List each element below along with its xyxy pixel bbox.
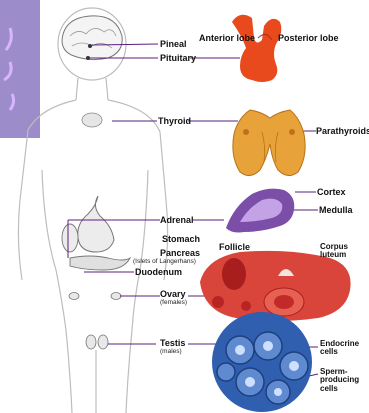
- label-stomach: Stomach: [162, 235, 200, 244]
- label-ovary-note: (females): [160, 300, 187, 307]
- label-medulla: Medulla: [319, 206, 353, 215]
- pancreas: [70, 256, 130, 270]
- ovary-gland: [200, 251, 351, 321]
- label-pancreas: Pancreas: [160, 249, 200, 258]
- label-sperm-cells: cells: [320, 384, 338, 393]
- label-islets: (Islets of Langerhans): [133, 259, 196, 266]
- label-thyroid: Thyroid: [158, 117, 191, 126]
- label-parathyroids: Parathyroids: [316, 127, 369, 136]
- adrenal-gland: [226, 189, 294, 233]
- label-endocrine-cells: Endocrine cells: [320, 340, 359, 357]
- label-corpus-luteum: Corpus luteum: [320, 243, 348, 260]
- label-ovary: Ovary: [160, 290, 186, 299]
- kidney: [62, 224, 78, 252]
- testes: [86, 335, 108, 349]
- brain: [62, 16, 122, 60]
- label-adrenal: Adrenal: [160, 216, 194, 225]
- label-duodenum: Duodenum: [135, 268, 182, 277]
- pituitary-gland: [232, 15, 281, 82]
- thyroid-small: [82, 113, 102, 127]
- label-testis: Testis: [160, 339, 185, 348]
- label-posterior-lobe: Posterior lobe: [278, 34, 339, 43]
- label-cortex: Cortex: [317, 188, 346, 197]
- thyroid-gland: [233, 110, 305, 176]
- label-testis-note: (males): [160, 349, 182, 356]
- label-luteum: luteum: [320, 250, 346, 259]
- corner-panel: [0, 0, 40, 138]
- ovaries: [69, 293, 121, 300]
- label-pineal: Pineal: [160, 40, 187, 49]
- stomach: [78, 196, 114, 252]
- testis-gland: [212, 312, 312, 412]
- label-anterior-lobe: Anterior lobe: [199, 34, 255, 43]
- label-endocrine-cells-word: cells: [320, 347, 338, 356]
- label-pituitary: Pituitary: [160, 54, 196, 63]
- label-sperm-producing-cells: Sperm- producing cells: [320, 368, 359, 393]
- label-follicle: Follicle: [219, 243, 250, 252]
